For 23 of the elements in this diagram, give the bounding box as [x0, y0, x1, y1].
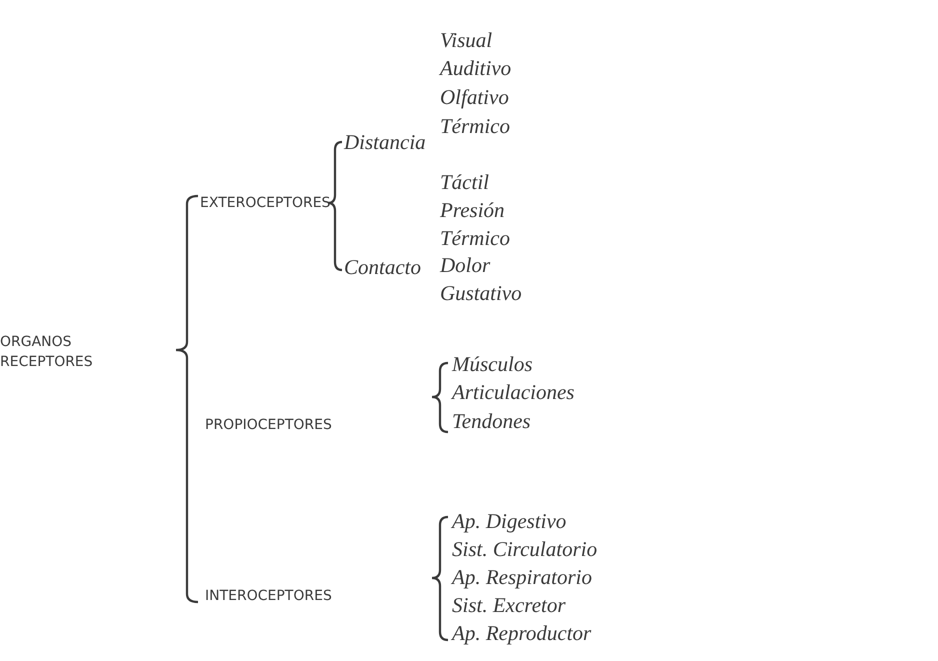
item-label: Presión	[440, 198, 505, 222]
item-label: Olfativo	[440, 85, 509, 109]
category-label: INTEROCEPTORES	[205, 587, 332, 606]
item-label: Térmico	[440, 226, 510, 250]
item-label: Sist. Excretor	[452, 593, 566, 617]
category-label: ORGANOS RECEPTORES	[0, 333, 94, 372]
item-label: Auditivo	[440, 56, 512, 80]
category-label: PROPIOCEPTORES	[205, 416, 332, 435]
item-label: Contacto	[344, 255, 421, 279]
item-label: Músculos	[452, 352, 532, 376]
item-label: Visual	[440, 28, 492, 52]
item-label: Táctil	[440, 170, 490, 194]
item-label: Sist. Circulatorio	[452, 537, 598, 561]
item-label: Gustativo	[440, 281, 522, 305]
category-label: EXTEROCEPTORES	[200, 194, 330, 213]
item-label: Ap. Respiratorio	[452, 565, 592, 589]
item-label: Dolor	[440, 253, 490, 277]
item-label: Tendones	[452, 409, 531, 433]
item-label: Articulaciones	[452, 380, 574, 404]
item-label: Ap. Digestivo	[452, 509, 566, 533]
item-label: Térmico	[440, 114, 510, 138]
item-label: Distancia	[344, 130, 426, 154]
item-label: Ap. Reproductor	[452, 621, 592, 645]
